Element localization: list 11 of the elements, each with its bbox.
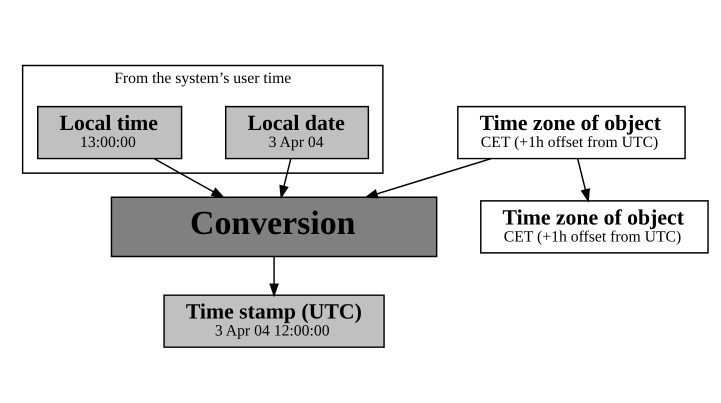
node-box: Conversion xyxy=(110,196,438,258)
arrow xyxy=(279,158,292,200)
node-box: Time zone of object CET (+1h offset from UTC) xyxy=(457,106,686,160)
arrow xyxy=(154,158,226,198)
node-box: Local time 13:00:00 xyxy=(37,106,182,160)
node-box: Time zone of object CET (+1h offset from UTC) xyxy=(480,200,709,254)
arrow xyxy=(577,158,590,203)
arrow xyxy=(269,256,279,298)
node-box: Time stamp (UTC) 3 Apr 04 12:00:00 xyxy=(163,294,385,348)
arrow xyxy=(364,158,492,198)
node-box: Local date 3 Apr 04 xyxy=(225,106,370,160)
